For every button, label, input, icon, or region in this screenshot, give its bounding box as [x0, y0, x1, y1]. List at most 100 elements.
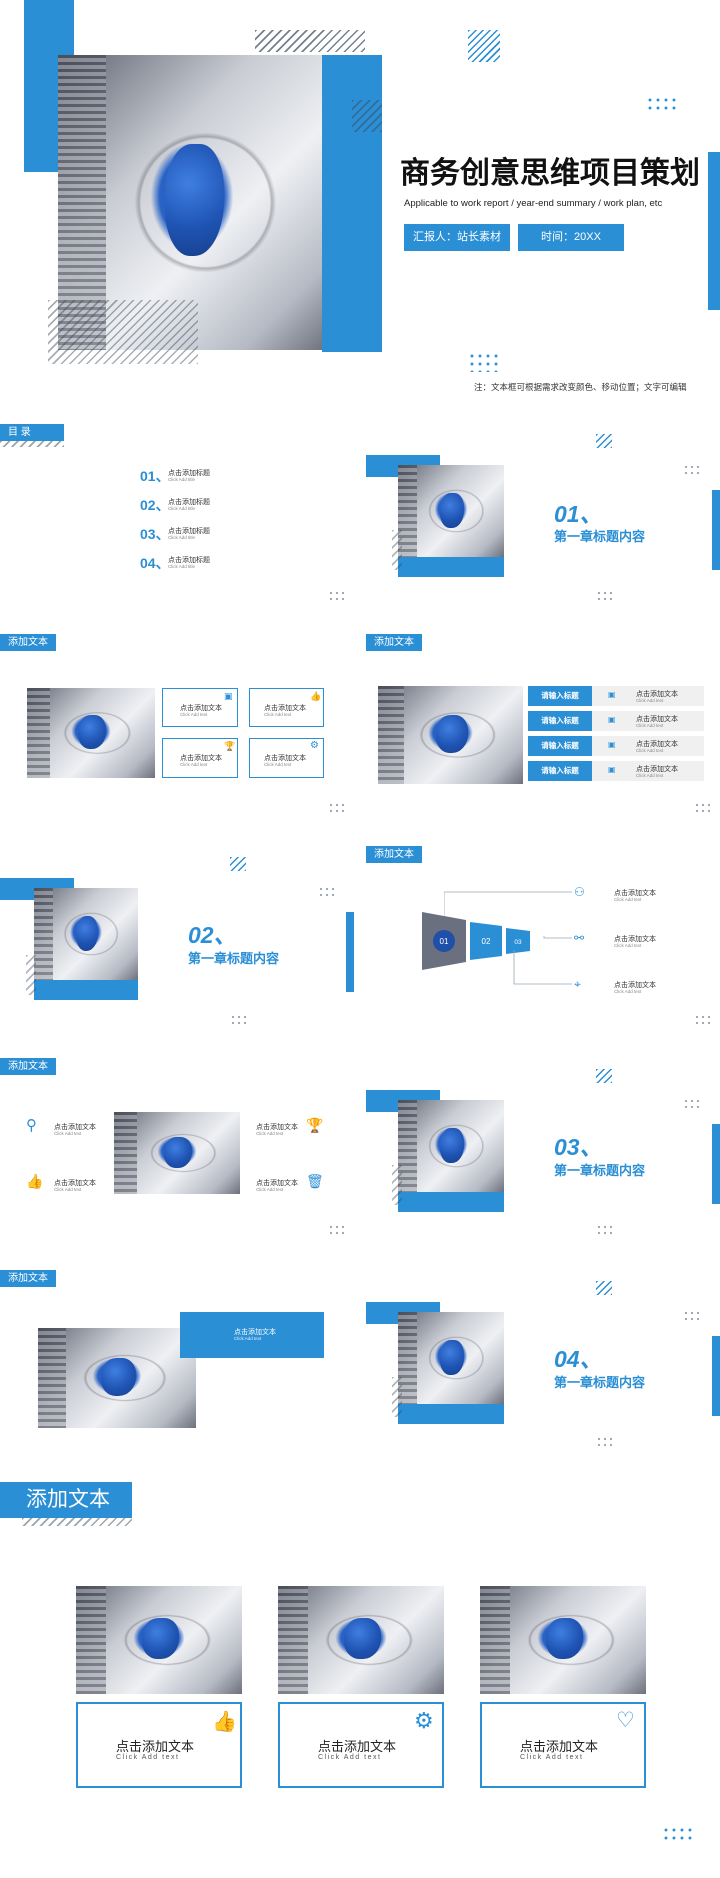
- chapter-01-number: 01、: [554, 501, 603, 527]
- chapter-04-hatch: [392, 1377, 402, 1417]
- thumbs-up-icon: 👍: [212, 1711, 237, 1733]
- time-text: 时间：20XX: [541, 231, 601, 243]
- user-icon: ⚇: [574, 885, 585, 899]
- image-icon: ▣: [608, 715, 616, 724]
- chapter-01-bar-bottom: [398, 557, 504, 577]
- list-label: 添加文本: [366, 634, 422, 651]
- thumbs-up-icon: 👍: [26, 1173, 44, 1189]
- funnel-label-3: 03: [514, 939, 522, 946]
- chapter-01-dots-bottom: [596, 590, 612, 600]
- list-row-1[interactable]: 请输入标题 ▣ 点击添加文本 Click Add text: [528, 686, 704, 706]
- chapter-02-hatch-blue: [230, 857, 246, 871]
- heart-icon: ♡: [616, 1709, 635, 1732]
- chapter-01-dots-top: [683, 464, 699, 474]
- chapter-02-number: 02、: [188, 922, 237, 948]
- cover-hatch-right: [352, 100, 382, 132]
- chapter-02-photo: [34, 888, 138, 980]
- grid-box-3[interactable]: 点击添加文本 Click Add text 🏆: [162, 738, 238, 778]
- time-badge: 时间：20XX: [518, 224, 624, 251]
- feature-label: 添加文本: [0, 1058, 56, 1075]
- chapter-04-number: 04、: [554, 1346, 603, 1372]
- chapter-04-dots-bottom: [596, 1436, 612, 1446]
- trophy-icon: 🏆: [306, 1117, 324, 1133]
- funnel-connectors: [444, 891, 572, 985]
- location-pin-icon: ⌖: [574, 977, 581, 991]
- cover-note: 注：文本框可根据需求改变颜色、移动位置；文字可编辑: [474, 382, 687, 392]
- list-photo: [378, 686, 523, 784]
- image-icon: ▣: [608, 740, 616, 749]
- chapter-03-bar-bottom: [398, 1192, 504, 1212]
- card-1-photo: [76, 1586, 242, 1694]
- chapter-02-title: 第一章标题内容: [188, 951, 280, 966]
- cards-label-hatch: [22, 1518, 132, 1526]
- chapter-03-dots-bottom: [596, 1224, 612, 1234]
- reporter-text: 汇报人：站长素材: [413, 231, 501, 243]
- chapter-02-edge: [346, 912, 354, 992]
- cover-hatch-top: [255, 30, 365, 52]
- list-row-4[interactable]: 请输入标题 ▣ 点击添加文本 Click Add text: [528, 761, 704, 781]
- chapter-01-photo: [398, 465, 504, 557]
- card-3[interactable]: 点击添加文本 Click Add text ♡: [480, 1702, 646, 1788]
- grid-photo: [27, 688, 155, 778]
- toc-hatch: [0, 441, 64, 447]
- chapter-02-dots-bottom: [230, 1014, 246, 1024]
- cover-photo: [58, 55, 326, 350]
- grid-box-4[interactable]: 点击添加文本 Click Add text ⚙: [249, 738, 324, 778]
- chapter-04-dots-top: [683, 1310, 699, 1320]
- cover-dots-vertical: [354, 285, 368, 337]
- funnel-step-3: [506, 928, 530, 954]
- funnel-step-2: [470, 922, 502, 960]
- chapter-03-title: 第一章标题内容: [554, 1163, 646, 1178]
- funnel-label-1: 01: [440, 937, 449, 946]
- chapter-03-hatch: [392, 1165, 402, 1205]
- chapter-04-title: 第一章标题内容: [554, 1375, 646, 1390]
- image-icon: ▣: [608, 765, 616, 774]
- feature-dots: [328, 1224, 344, 1234]
- trophy-icon: 🏆: [224, 741, 236, 751]
- chapter-03-dots-top: [683, 1098, 699, 1108]
- grid-label: 添加文本: [0, 634, 56, 651]
- chapter-01-hatch: [392, 530, 402, 570]
- feature-photo: [114, 1112, 240, 1194]
- cover-dots-top-right: [646, 96, 680, 114]
- chapter-04-photo: [398, 1312, 504, 1404]
- image-icon: ▣: [608, 690, 616, 699]
- card-2[interactable]: 点击添加文本 Click Add text ⚙: [278, 1702, 444, 1788]
- funnel-label-2: 02: [482, 937, 491, 946]
- gear-icon: ⚙: [414, 1708, 434, 1733]
- image-icon: ▣: [224, 691, 233, 701]
- chapter-02-hatch: [26, 955, 36, 995]
- chapter-04-bar-bottom: [398, 1404, 504, 1424]
- funnel-label: 添加文本: [366, 846, 422, 863]
- search-icon: ⚲: [26, 1117, 37, 1134]
- cover-hatch-bottom: [48, 300, 198, 364]
- chapter-02-bar-bottom: [34, 980, 138, 1000]
- share-icon: ⚯: [574, 931, 585, 945]
- gear-icon: ⚙: [310, 740, 319, 751]
- list-row-3[interactable]: 请输入标题 ▣ 点击添加文本 Click Add text: [528, 736, 704, 756]
- overlay-panel[interactable]: 点击添加文本 Click Add text: [180, 1312, 324, 1358]
- list-row-2[interactable]: 请输入标题 ▣ 点击添加文本 Click Add text: [528, 711, 704, 731]
- list-dots: [694, 802, 710, 812]
- cover-subtitle: Applicable to work report / year-end sum…: [404, 198, 663, 209]
- overlay-photo: [38, 1328, 196, 1428]
- card-3-photo: [480, 1586, 646, 1694]
- chapter-01-hatch-blue: [596, 434, 612, 448]
- chapter-02-dots-top: [318, 886, 334, 896]
- reporter-badge: 汇报人：站长素材: [404, 224, 510, 251]
- card-1[interactable]: 点击添加文本 Click Add text 👍: [76, 1702, 242, 1788]
- cards-label: 添加文本: [0, 1482, 132, 1518]
- chapter-04-edge: [712, 1336, 720, 1416]
- chapter-01-edge: [712, 490, 720, 570]
- cover-hatch-blue: [468, 30, 500, 62]
- chapter-03-hatch-blue: [596, 1069, 612, 1083]
- toc-label: 目 录: [0, 424, 64, 441]
- grid-box-2[interactable]: 点击添加文本 Click Add text 👍: [249, 688, 324, 727]
- toc-dots: [328, 590, 344, 600]
- cover-dots-bottom: [468, 352, 498, 372]
- chapter-01-title: 第一章标题内容: [554, 529, 646, 544]
- grid-box-1[interactable]: 点击添加文本 Click Add text ▣: [162, 688, 238, 727]
- trash-icon: 🗑: [306, 1173, 324, 1189]
- chapter-03-photo: [398, 1100, 504, 1192]
- cover-edge-bar: [708, 152, 720, 310]
